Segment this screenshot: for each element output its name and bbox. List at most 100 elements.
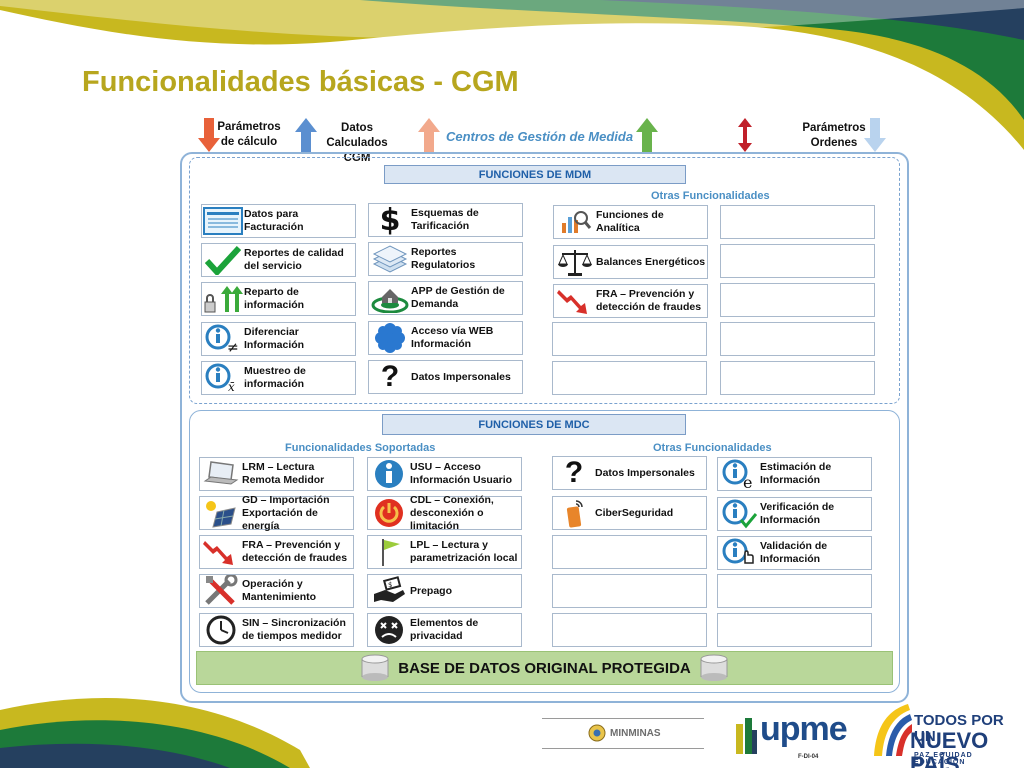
param-calculo-label: Parámetros de cálculo bbox=[217, 121, 281, 148]
mdm-dashed-area bbox=[189, 157, 900, 404]
mdc-empty-slot bbox=[717, 613, 872, 647]
mdc-item-usu[interactable]: USU – Acceso Información Usuario bbox=[367, 457, 522, 491]
mdc-item-prepago[interactable]: $ Prepago bbox=[367, 574, 522, 608]
mdc-item-sin[interactable]: SIN – Sincronización de tiempos medidor bbox=[199, 613, 354, 647]
mdc-item-ciberseguridad[interactable]: CiberSeguridad bbox=[552, 496, 707, 530]
tools-icon bbox=[200, 575, 242, 607]
mdc-soportadas-label: Funcionalidades Soportadas bbox=[285, 442, 436, 454]
mdc-empty-slot bbox=[717, 574, 872, 608]
solar-panel-icon bbox=[200, 497, 242, 529]
mdc-item-privacidad[interactable]: Elementos de privacidad bbox=[367, 613, 522, 647]
centros-label: Centros de Gestión de Medida bbox=[446, 129, 634, 144]
mdm-item-app-gestion[interactable]: APP de Gestión de Demanda bbox=[368, 281, 523, 315]
arrow-up-salmon-icon bbox=[418, 118, 440, 152]
mdc-panel bbox=[189, 410, 900, 693]
mdm-empty-slot bbox=[720, 322, 875, 356]
mdm-item-datos-facturacion[interactable]: Datos para Facturación bbox=[201, 204, 356, 238]
datos-calc-label: Datos Calculados CGM bbox=[326, 122, 388, 164]
svg-text:≠: ≠ bbox=[227, 340, 239, 354]
down-trend-icon bbox=[200, 536, 242, 568]
cyber-phone-icon bbox=[553, 497, 595, 529]
mdm-item-reportes-calidad[interactable]: Reportes de calidad del servicio bbox=[201, 243, 356, 277]
mdc-item-verificacion[interactable]: Verificación de Información bbox=[717, 497, 872, 531]
upme-logo-text: upme bbox=[760, 710, 848, 748]
mdc-item-lpl[interactable]: LPL – Lectura y parametrización local bbox=[367, 535, 522, 569]
mdc-header: FUNCIONES DE MDC bbox=[382, 414, 686, 435]
flag-icon bbox=[368, 536, 410, 568]
checkmark-icon bbox=[202, 244, 244, 276]
arrow-updown-red-icon bbox=[738, 118, 752, 152]
tpn-line1: TODOS POR UN bbox=[914, 712, 1004, 745]
mdm-header: FUNCIONES DE MDM bbox=[384, 165, 686, 184]
cloud-icon bbox=[369, 322, 411, 354]
mdm-item-datos-impersonales[interactable]: ? Datos Impersonales bbox=[368, 360, 523, 394]
database-icon bbox=[361, 654, 389, 681]
privacy-face-icon bbox=[368, 614, 410, 646]
tpn-line2: NUEVO PAÍS bbox=[910, 728, 989, 768]
database-icon bbox=[700, 654, 728, 681]
dollar-icon: $ bbox=[379, 202, 401, 238]
mdc-item-estimacion[interactable]: e Estimación de Información bbox=[717, 457, 872, 491]
footer-divider bbox=[542, 748, 704, 749]
mdc-item-lrm[interactable]: LRM – Lectura Remota Medidor bbox=[199, 457, 354, 491]
upme-logo-icon bbox=[736, 718, 757, 754]
mdm-empty-slot bbox=[552, 322, 707, 356]
database-bar: BASE DE DATOS ORIGINAL PROTEGIDA bbox=[196, 651, 893, 685]
svg-text:$: $ bbox=[388, 581, 392, 589]
database-label: BASE DE DATOS ORIGINAL PROTEGIDA bbox=[398, 659, 691, 677]
mdm-item-acceso-web[interactable]: Acceso vía WEB Información bbox=[368, 321, 523, 355]
mdm-item-fra[interactable]: FRA – Prevención y detección de fraudes bbox=[553, 284, 708, 318]
mdm-item-balances[interactable]: Balances Energéticos bbox=[553, 245, 708, 279]
mdc-empty-slot bbox=[552, 574, 707, 608]
mdm-empty-slot bbox=[720, 244, 875, 278]
info-e-icon: e bbox=[718, 458, 760, 490]
clock-icon bbox=[200, 614, 242, 646]
mdc-item-operacion[interactable]: Operación y Mantenimiento bbox=[199, 574, 354, 608]
mdm-item-diferenciar[interactable]: ≠ Diferenciar Información bbox=[201, 322, 356, 356]
coat-of-arms-icon bbox=[588, 724, 606, 742]
mdm-empty-slot bbox=[720, 361, 875, 395]
invoice-icon bbox=[202, 205, 244, 237]
arrow-up-blue-icon bbox=[295, 118, 317, 152]
param-ordenes-label: Parámetros Ordenes bbox=[802, 122, 866, 149]
stack-icon bbox=[369, 243, 411, 275]
mdc-empty-slot bbox=[552, 535, 707, 569]
mdm-item-muestreo[interactable]: x̄ Muestreo de información bbox=[201, 361, 356, 395]
question-icon: ? bbox=[380, 360, 400, 393]
arrow-down-lightblue-icon bbox=[864, 118, 886, 152]
tpn-flag-swoosh-icon bbox=[874, 704, 912, 756]
mdm-item-reportes-regulatorios[interactable]: Reportes Regulatorios bbox=[368, 242, 523, 276]
mdc-item-cdl[interactable]: CDL – Conexión, desconexión o limitación bbox=[367, 494, 522, 532]
mdc-item-validacion[interactable]: Validación de Información bbox=[717, 536, 872, 570]
main-panel bbox=[180, 152, 909, 703]
bottom-decoration bbox=[0, 698, 310, 768]
prepay-hand-icon: $ bbox=[368, 575, 410, 607]
mdm-empty-slot bbox=[720, 283, 875, 317]
svg-text:x̄: x̄ bbox=[228, 380, 235, 393]
mdc-otras-label: Otras Funcionalidades bbox=[653, 442, 772, 454]
mdm-empty-slot bbox=[552, 361, 707, 395]
lock-arrows-icon bbox=[202, 283, 244, 315]
arrow-down-red-icon bbox=[198, 118, 220, 152]
info-not-equal-icon: ≠ bbox=[202, 323, 244, 355]
info-sample-icon: x̄ bbox=[202, 362, 244, 394]
footer-divider bbox=[542, 718, 704, 719]
question-icon: ? bbox=[564, 456, 584, 489]
mdc-item-gd[interactable]: GD – Importación Exportación de energía bbox=[199, 494, 354, 532]
scale-icon bbox=[554, 246, 596, 278]
mdm-otras-label: Otras Funcionalidades bbox=[651, 190, 770, 202]
house-target-icon bbox=[369, 282, 411, 314]
analytics-icon bbox=[554, 206, 596, 238]
laptop-icon bbox=[200, 458, 242, 490]
mdm-item-reparto[interactable]: Reparto de información bbox=[201, 282, 356, 316]
svg-text:e: e bbox=[743, 473, 752, 490]
mdm-item-esquemas-tarificacion[interactable]: $ Esquemas de Tarificación bbox=[368, 202, 523, 238]
minminas-logo-text: MINMINAS bbox=[610, 728, 661, 739]
mdc-item-fra[interactable]: FRA – Prevención y detección de fraudes bbox=[199, 535, 354, 569]
tpn-line3: PAZ EQUIDAD EDUCACIÓN bbox=[914, 752, 973, 766]
arrow-up-green-icon bbox=[636, 118, 658, 152]
down-trend-icon bbox=[554, 285, 596, 317]
info-hand-icon bbox=[718, 537, 760, 569]
mdm-item-analitica[interactable]: Funciones de Analítica bbox=[553, 205, 708, 239]
mdc-item-datos-impersonales[interactable]: ? Datos Impersonales bbox=[552, 456, 707, 490]
